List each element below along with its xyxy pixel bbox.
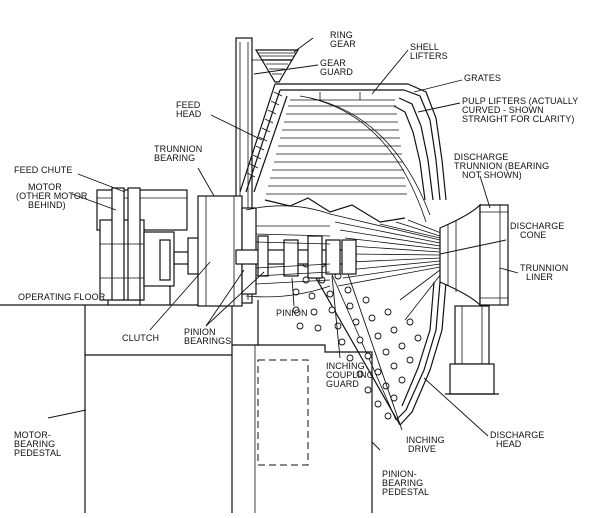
label-gear-guard: GEAR GUARD bbox=[320, 58, 353, 77]
discharge-trunnion-line-1: DISCHARGE bbox=[454, 152, 508, 162]
ring-gear-line-2: GEAR bbox=[330, 39, 356, 49]
trunnion-bearing-line-2: BEARING bbox=[154, 153, 195, 163]
inching-drive-line-2: DRIVE bbox=[408, 444, 436, 454]
trunnion-bearing bbox=[197, 195, 257, 307]
label-pinion-bearing-pedestal: PINION- BEARING PEDESTAL bbox=[382, 469, 429, 497]
motor-bearing-pedestal-line-1: MOTOR- bbox=[14, 430, 51, 440]
pulp-lifters-line-3: STRAIGHT FOR CLARITY) bbox=[462, 114, 574, 124]
inching-coupling-guard-line-1: INCHING bbox=[326, 361, 365, 371]
operating-floor-line-1: OPERATING FLOOR bbox=[18, 292, 106, 302]
pinion-bearings-line-2: BEARINGS bbox=[184, 336, 231, 346]
discharge-trunnion bbox=[479, 204, 509, 306]
pinion-shaft bbox=[235, 235, 357, 279]
label-pulp-lifters: PULP LIFTERS (ACTUALLY CURVED - SHOWN ST… bbox=[462, 96, 578, 124]
trunnion-liner-line-1: TRUNNION bbox=[520, 263, 568, 273]
trunnion-liner-line-2: LINER bbox=[526, 272, 553, 282]
discharge-head-line-2: HEAD bbox=[496, 439, 522, 449]
feed-head-line-1: FEED bbox=[176, 100, 201, 110]
inching-coupling-guard-line-3: GUARD bbox=[326, 379, 359, 389]
trunnion-support bbox=[445, 305, 499, 395]
label-feed-head: FEED HEAD bbox=[176, 100, 202, 119]
pinion-bearing-pedestal-line-3: PEDESTAL bbox=[382, 487, 429, 497]
feed-head-line-2: HEAD bbox=[176, 109, 202, 119]
label-shell-lifters: SHELL LIFTERS bbox=[410, 42, 448, 61]
discharge-head-line-1: DISCHARGE bbox=[490, 430, 544, 440]
discharge-trunnion-line-3: NOT SHOWN) bbox=[462, 170, 522, 180]
motor-bearing-pedestal-line-2: BEARING bbox=[14, 439, 55, 449]
motor-line-2: (OTHER MOTOR bbox=[16, 191, 88, 201]
label-discharge-trunnion: DISCHARGE TRUNNION (BEARING NOT SHOWN) bbox=[454, 152, 549, 180]
label-inching-coupling-guard: INCHING COUPLING GUARD bbox=[326, 361, 374, 389]
motor-supports bbox=[107, 286, 199, 306]
leader-lines bbox=[47, 37, 519, 451]
feed-trunnion bbox=[245, 205, 331, 298]
discharge-cone-line-2: CONE bbox=[520, 230, 546, 240]
ring-gear bbox=[254, 49, 300, 83]
discharge-cone bbox=[439, 203, 481, 307]
pinion-bearings-line-1: PINION bbox=[184, 327, 216, 337]
pulp-lifters-line-1: PULP LIFTERS (ACTUALLY bbox=[462, 96, 578, 106]
label-trunnion-liner: TRUNNION LINER bbox=[520, 263, 568, 282]
feed-chute-line-1: FEED CHUTE bbox=[14, 165, 73, 175]
trunnion-bearing-line-1: TRUNNION bbox=[154, 144, 202, 154]
pulp-lifters bbox=[329, 213, 442, 321]
pinion-bearing-pedestal-line-2: BEARING bbox=[382, 478, 423, 488]
pulp-lifters-line-2: CURVED - SHOWN bbox=[462, 105, 544, 115]
pinion-bearing-pedestal bbox=[232, 300, 373, 513]
label-ring-gear: RING GEAR bbox=[330, 30, 356, 49]
motor-bearing-pedestal-line-3: PEDESTAL bbox=[14, 448, 61, 458]
discharge-trunnion-line-2: TRUNNION (BEARING bbox=[454, 161, 549, 171]
label-clutch: CLUTCH bbox=[122, 333, 159, 343]
motor bbox=[99, 187, 175, 301]
shell-lifters-line-2: LIFTERS bbox=[410, 51, 448, 61]
pinion-line-1: PINION bbox=[276, 308, 308, 318]
label-motor: MOTOR (OTHER MOTOR BEHIND) bbox=[16, 182, 88, 210]
shell-lifters bbox=[266, 99, 407, 195]
grates-line-1: GRATES bbox=[464, 73, 501, 83]
label-discharge-head: DISCHARGE HEAD bbox=[490, 430, 544, 449]
label-pinion: PINION bbox=[276, 308, 308, 318]
label-trunnion-bearing: TRUNNION BEARING bbox=[154, 144, 202, 163]
motor-line-3: BEHIND) bbox=[28, 200, 66, 210]
label-motor-bearing-pedestal: MOTOR- BEARING PEDESTAL bbox=[14, 430, 61, 458]
label-grates: GRATES bbox=[464, 73, 501, 83]
gear-guard-line-1: GEAR bbox=[320, 58, 346, 68]
discharge-cone-line-1: DISCHARGE bbox=[510, 221, 564, 231]
discharge-head bbox=[299, 249, 447, 426]
label-operating-floor: OPERATING FLOOR bbox=[18, 292, 106, 302]
label-feed-chute: FEED CHUTE bbox=[14, 165, 73, 175]
inching-coupling-guard-line-2: COUPLING bbox=[326, 370, 374, 380]
label-discharge-cone: DISCHARGE CONE bbox=[510, 221, 564, 240]
grate-holes bbox=[292, 260, 422, 420]
inching-drive-line-1: INCHING bbox=[406, 435, 445, 445]
label-inching-drive: INCHING DRIVE bbox=[406, 435, 445, 454]
motor-line-1: MOTOR bbox=[28, 182, 62, 192]
clutch-line-1: CLUTCH bbox=[122, 333, 159, 343]
mill-shell bbox=[239, 83, 447, 223]
ring-gear-line-1: RING bbox=[330, 30, 353, 40]
label-pinion-bearings: PINION BEARINGS bbox=[184, 327, 231, 346]
shell-lifters-line-1: SHELL bbox=[410, 42, 439, 52]
pinion-bearing-pedestal-line-1: PINION- bbox=[382, 469, 417, 479]
gear-guard-line-2: GUARD bbox=[320, 67, 353, 77]
